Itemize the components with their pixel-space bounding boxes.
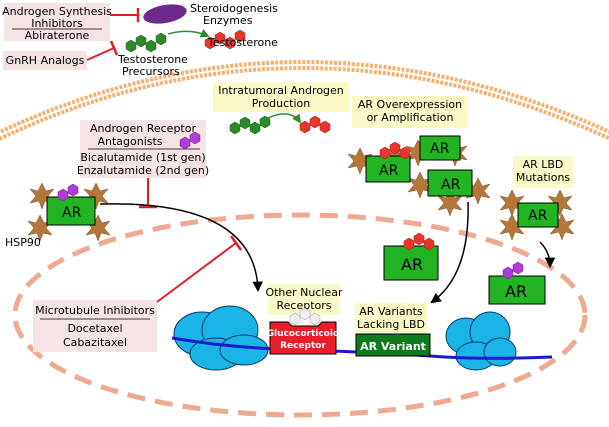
ar-lbd-mutant-free: AR: [488, 261, 546, 305]
intratumoral-arrow: [267, 113, 302, 124]
ar-lbd-mutations-label: AR LBD: [523, 158, 564, 171]
ar-overexpression-cluster: AR AR AR: [347, 135, 491, 217]
testosterone-precursors-label-2: Precursors: [122, 65, 180, 78]
hsp90-label: HSP90: [5, 236, 41, 249]
ar-variant-receptor: AR Variant: [355, 333, 431, 357]
androgen-synthesis-inhibitors-box: Androgen Synthesis Inhibitors Abirateron…: [2, 3, 112, 42]
steroidogenesis-enzymes-label: Steroidogenesis: [190, 2, 278, 15]
other-nuclear-receptors-label: Other Nuclear: [265, 286, 343, 299]
antagonist-molecule: [179, 131, 201, 150]
overexpression-arrow: [430, 201, 469, 304]
cabazitaxel-label: Cabazitaxel: [63, 336, 127, 349]
ar-label-lbd: AR: [528, 208, 548, 224]
gnrh-analogs-label: GnRH Analogs: [6, 54, 85, 67]
ar-hsp90-complex: AR: [27, 182, 111, 242]
glucocorticoid-receptor: Glucocorticoid Receptor: [267, 321, 340, 355]
ar-translocation-arrow: [99, 203, 263, 293]
ar-overexpression-label-2: or Amplification: [367, 111, 454, 124]
ar-antagonists-box: Androgen Receptor Antagonists Bicalutami…: [77, 120, 209, 178]
intratumoral-androgen-label-2: Production: [252, 97, 311, 110]
intratumoral-testosterone: [299, 115, 331, 134]
glucocorticoid-receptor-label-2: Receptor: [280, 341, 326, 351]
glucocorticoid-receptor-label: Glucocorticoid: [267, 329, 340, 339]
chromatin-left: [173, 305, 269, 371]
ar-overexpression-box: AR Overexpression or Amplification: [352, 96, 468, 128]
testosterone-label: Testosterone: [207, 36, 278, 49]
testosterone-precursors-label: Testosterone: [117, 53, 188, 66]
ar-antagonists-label: Androgen Receptor: [90, 122, 196, 135]
intratumoral-androgen-box: Intratumoral Androgen Production: [213, 82, 349, 112]
ar-variants-box: AR Variants Lacking LBD: [355, 303, 427, 333]
ar-variants-label-2: Lacking LBD: [357, 318, 425, 331]
enzalutamide-label: Enzalutamide (2nd gen): [77, 164, 209, 177]
intratumoral-androgen-label: Intratumoral Androgen: [218, 84, 344, 97]
ar-antagonists-label-2: Antagonists: [97, 135, 162, 148]
ar-lbd-mutations-box: AR LBD Mutations: [513, 156, 573, 188]
abiraterone-label: Abiraterone: [25, 29, 90, 42]
ar-label-1: AR: [379, 163, 399, 179]
ar-label-3: AR: [441, 177, 461, 193]
microtubule-inhibitors-box: Microtubule Inhibitors Docetaxel Cabazit…: [33, 300, 157, 352]
androgen-synthesis-inhibitors-label-2: Inhibitors: [31, 17, 83, 30]
ar-lbd-mutant-complex: AR: [499, 189, 575, 241]
microtubule-inhibitors-label: Microtubule Inhibitors: [35, 304, 155, 317]
ar-testosterone-free: AR: [383, 232, 439, 281]
other-nuclear-receptors-label-2: Receptors: [276, 299, 331, 312]
ar-label-hsp90: AR: [62, 205, 82, 221]
gnrh-analogs-box: GnRH Analogs: [3, 51, 87, 70]
ar-label-free: AR: [401, 255, 423, 274]
ar-lbd-mutations-label-2: Mutations: [516, 171, 571, 184]
chromatin-right: [445, 311, 517, 371]
ar-label-2: AR: [430, 141, 450, 157]
bound-testosterone: [379, 141, 411, 160]
ar-overexpression-label: AR Overexpression: [358, 98, 462, 111]
bicalutamide-label: Bicalutamide (1st gen): [80, 151, 205, 164]
testosterone-molecule: [204, 29, 246, 50]
docetaxel-label: Docetaxel: [67, 322, 122, 335]
androgen-synthesis-inhibitors-label: Androgen Synthesis: [2, 5, 112, 18]
testosterone-precursor-molecule: [125, 32, 167, 53]
ar-variant-label: AR Variant: [360, 340, 426, 353]
cell-membrane: [0, 60, 609, 141]
intratumoral-precursor: [229, 115, 271, 135]
lbd-arrow: [539, 241, 556, 269]
steroidogenesis-enzymes-label-2: Enzymes: [203, 14, 253, 27]
ar-label-lbd-free: AR: [505, 282, 527, 301]
antagonist-inhibition: [139, 178, 157, 209]
gnrh-inhibition: [86, 40, 119, 61]
ar-variants-label: AR Variants: [359, 305, 423, 318]
conversion-arrow: [167, 28, 210, 38]
abiraterone-inhibition: [110, 8, 140, 22]
nucleus-envelope: [12, 212, 588, 418]
steroidogenesis-enzyme: [143, 4, 187, 24]
glucocorticoid-ligand: [289, 307, 321, 326]
microtubule-inhibition: [156, 235, 243, 303]
